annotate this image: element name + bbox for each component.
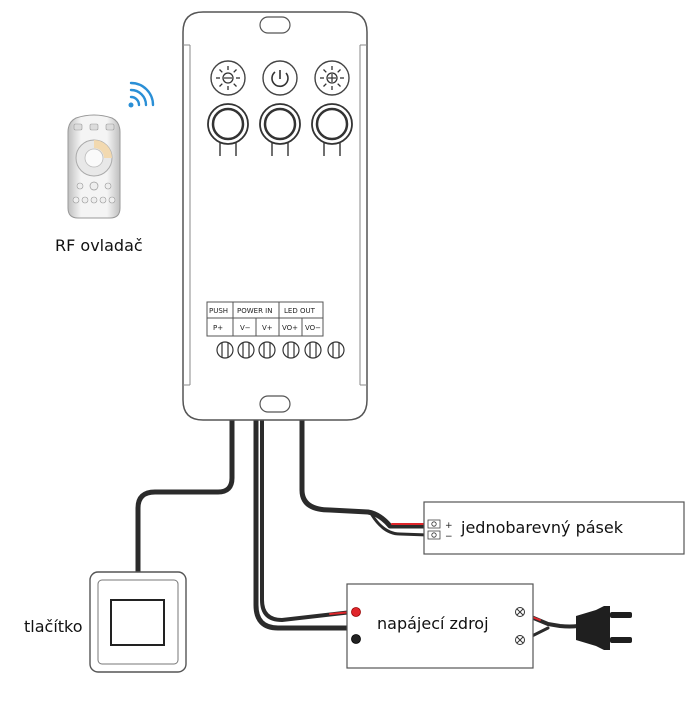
wifi-signal-icon (128, 81, 155, 108)
wire-strip-minus (370, 513, 430, 537)
psu-terminal-minus (351, 634, 361, 644)
brightness-up-icon (314, 60, 350, 96)
pin-vo-plus: VO+ (282, 324, 298, 332)
button-dim-up[interactable] (311, 103, 353, 156)
button-dim-down[interactable] (207, 103, 249, 156)
pin-vo-minus: VO− (305, 324, 321, 332)
screw-terminal (258, 341, 276, 359)
wire-push-p (135, 349, 235, 575)
strip-plus: + (445, 521, 453, 531)
strip-minus: − (445, 532, 453, 542)
screw-terminal (216, 341, 234, 359)
wire-vplus-psu (260, 350, 354, 622)
switch-rocker (110, 599, 165, 646)
strip-label: jednobarevný pásek (461, 518, 623, 537)
remote-label: RF ovladač (55, 236, 143, 255)
wire-psu-plug (522, 612, 580, 629)
screw-terminal (304, 341, 322, 359)
pin-p-plus: P+ (213, 324, 223, 332)
psu-terminal-plus (351, 607, 361, 617)
wire-vminus-psu (245, 349, 355, 631)
switch-label: tlačítko (24, 617, 83, 636)
led-strip: + − (423, 501, 685, 555)
screw-terminal (282, 341, 300, 359)
pin-v-minus: V− (240, 324, 251, 332)
pin-v-plus: V+ (262, 324, 273, 332)
psu-ac-terminal (515, 635, 525, 645)
power-icon (262, 60, 298, 96)
group-push: PUSH (209, 307, 228, 315)
psu-ac-terminal (515, 607, 525, 617)
screw-terminal (327, 341, 345, 359)
group-led-out: LED OUT (284, 307, 316, 315)
mount-slot-bottom (259, 395, 291, 413)
button-power[interactable] (259, 103, 301, 156)
power-supply (346, 583, 534, 669)
group-power-in: POWER IN (237, 307, 272, 315)
rf-remote (67, 114, 121, 219)
mount-slot-top (259, 16, 291, 34)
power-supply-label: napájecí zdroj (377, 614, 489, 633)
wall-switch (89, 571, 187, 673)
controller: PUSH POWER IN LED OUT P+ V− V+ VO+ VO− (182, 11, 368, 421)
brightness-down-icon (210, 60, 246, 96)
screw-terminal (237, 341, 255, 359)
terminal-table: PUSH POWER IN LED OUT P+ V− V+ VO+ VO− (206, 301, 324, 337)
plug-icon (576, 606, 632, 650)
screw-terminals (216, 341, 345, 359)
wire-led-out (287, 349, 431, 529)
